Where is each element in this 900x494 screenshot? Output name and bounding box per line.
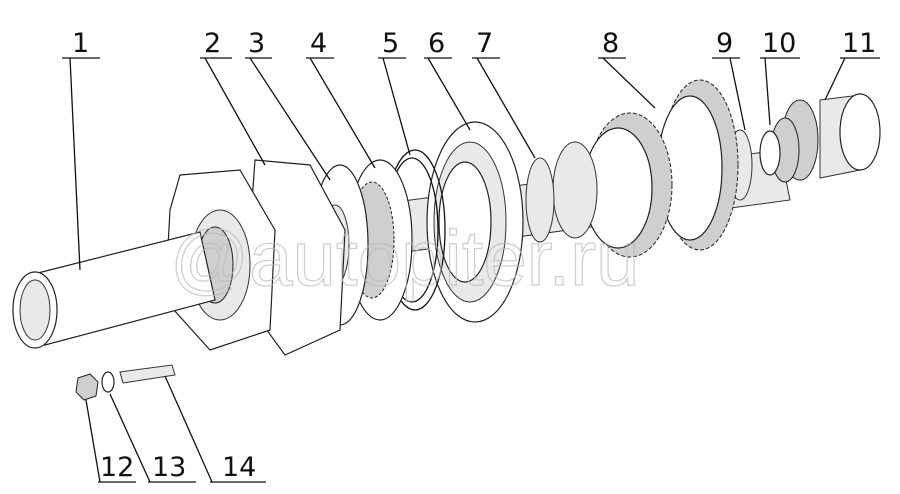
callout-6: 6 xyxy=(428,28,445,59)
callout-labels: 1 2 3 4 5 6 7 8 9 10 11 12 13 14 xyxy=(72,28,876,483)
callout-7: 7 xyxy=(476,28,493,59)
callout-4: 4 xyxy=(310,28,327,59)
callout-3: 3 xyxy=(248,28,265,59)
callout-1: 1 xyxy=(72,28,89,59)
part-10-needle-bearing xyxy=(759,117,800,183)
callout-11: 11 xyxy=(842,28,876,59)
callout-12: 12 xyxy=(100,452,134,483)
leader-lines xyxy=(62,57,880,483)
callout-8: 8 xyxy=(602,28,619,59)
watermark: @autopiter.ru xyxy=(170,214,639,302)
callout-13: 13 xyxy=(152,452,186,483)
part-8-gear-block xyxy=(552,79,739,258)
part-14-stud xyxy=(119,364,176,384)
part-12-nut xyxy=(75,373,99,401)
callout-9: 9 xyxy=(716,28,733,59)
callout-14: 14 xyxy=(222,452,256,483)
part-1-tube xyxy=(12,231,216,349)
callout-2: 2 xyxy=(204,28,221,59)
callout-10: 10 xyxy=(762,28,796,59)
part-6-ball-bearing xyxy=(426,121,524,323)
callout-5: 5 xyxy=(382,28,399,59)
part-7-ring xyxy=(525,157,555,243)
part-13-washer xyxy=(101,371,115,393)
